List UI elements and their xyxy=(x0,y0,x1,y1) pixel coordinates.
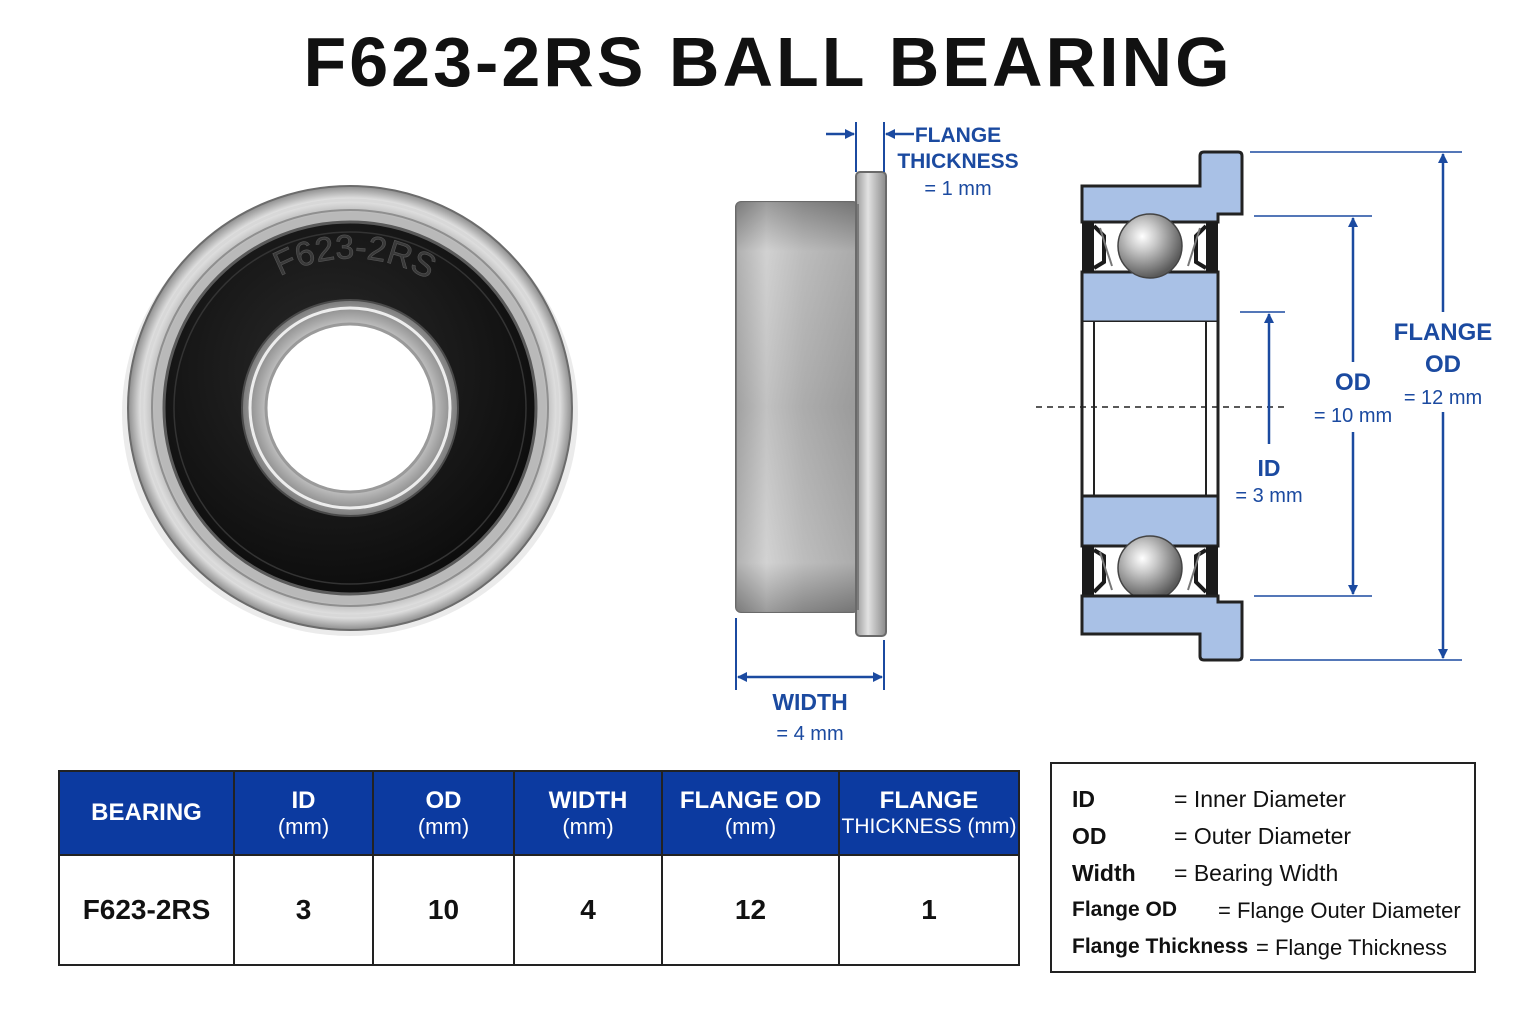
header-id-label: ID xyxy=(291,786,316,814)
legend-definition: = Flange Outer Diameter xyxy=(1218,898,1461,923)
legend-box: ID = Inner Diameter OD = Outer Diameter … xyxy=(1050,762,1476,973)
header-flange-thickness-label: FLANGE xyxy=(879,787,979,815)
legend-definition: = Outer Diameter xyxy=(1174,823,1352,849)
cell-od: 10 xyxy=(372,854,515,966)
id-dimension: ID = 3 mm xyxy=(1235,313,1303,507)
header-flange-od-label: FLANGE OD xyxy=(679,786,822,814)
flange-thickness-label-2: THICKNESS xyxy=(897,150,1018,173)
bearing-side-view xyxy=(735,171,887,637)
header-width-label: WIDTH xyxy=(548,786,628,814)
legend-term: OD xyxy=(1072,823,1107,849)
page-title: F623-2RS BALL BEARING xyxy=(303,23,1233,101)
header-width: WIDTH(mm) xyxy=(513,770,663,856)
cell-flange-od: 12 xyxy=(661,854,840,966)
spec-table: BEARING ID(mm) OD(mm) WIDTH(mm) FLANGE O… xyxy=(58,770,1020,966)
bearing-cross-section xyxy=(1036,150,1284,662)
header-flange-od-unit: (mm) xyxy=(724,814,777,840)
flange-od-label-1: FLANGE xyxy=(1394,319,1493,346)
width-value: = 4 mm xyxy=(776,723,843,745)
cell-id: 3 xyxy=(233,854,374,966)
header-od: OD(mm) xyxy=(372,770,515,856)
legend-definition: = Bearing Width xyxy=(1174,860,1339,886)
legend-definition: = Inner Diameter xyxy=(1174,786,1346,812)
header-id: ID(mm) xyxy=(233,770,374,856)
flange-od-value: = 12 mm xyxy=(1404,387,1482,409)
header-bearing-label: BEARING xyxy=(91,799,202,827)
legend-term: ID xyxy=(1072,786,1095,812)
spec-table-header-row: BEARING ID(mm) OD(mm) WIDTH(mm) FLANGE O… xyxy=(58,770,1020,856)
legend-term: Width xyxy=(1072,860,1136,886)
header-width-unit: (mm) xyxy=(562,814,614,840)
cell-bearing: F623-2RS xyxy=(58,854,235,966)
header-flange-thickness-unit: THICKNESS (mm) xyxy=(841,814,1017,838)
bearing-illustration: F623-2RS FLANGE THICKNESS = 1 mm WIDTH =… xyxy=(122,122,1493,745)
od-value: = 10 mm xyxy=(1314,405,1392,427)
flange-od-dimension: FLANGE OD = 12 mm xyxy=(1394,153,1493,659)
header-od-unit: (mm) xyxy=(417,814,470,840)
width-label: WIDTH xyxy=(772,689,847,715)
legend-definition: = Flange Thickness xyxy=(1256,935,1447,960)
legend-term: Flange Thickness xyxy=(1072,935,1249,958)
flange-thickness-value: = 1 mm xyxy=(924,178,991,200)
flange-thickness-dimension: FLANGE THICKNESS = 1 mm xyxy=(826,122,1019,200)
id-value: = 3 mm xyxy=(1235,485,1302,507)
flange-thickness-label-1: FLANGE xyxy=(915,124,1001,147)
header-od-label: OD xyxy=(425,786,462,814)
table-row: F623-2RS 3 10 4 12 1 xyxy=(58,854,1020,966)
cross-section-extension-lines xyxy=(1240,151,1462,661)
bearing-front-view: F623-2RS xyxy=(122,185,578,636)
header-bearing: BEARING xyxy=(58,770,235,856)
od-dimension: OD = 10 mm xyxy=(1314,217,1392,595)
width-dimension: WIDTH = 4 mm xyxy=(735,618,885,745)
header-flange-od: FLANGE OD(mm) xyxy=(661,770,840,856)
id-label: ID xyxy=(1258,455,1281,481)
header-id-unit: (mm) xyxy=(277,814,330,840)
cell-flange-thickness: 1 xyxy=(838,854,1020,966)
cell-width: 4 xyxy=(513,854,663,966)
flange-od-label-2: OD xyxy=(1425,351,1461,378)
od-label: OD xyxy=(1335,369,1371,396)
legend-term: Flange OD xyxy=(1072,898,1178,921)
